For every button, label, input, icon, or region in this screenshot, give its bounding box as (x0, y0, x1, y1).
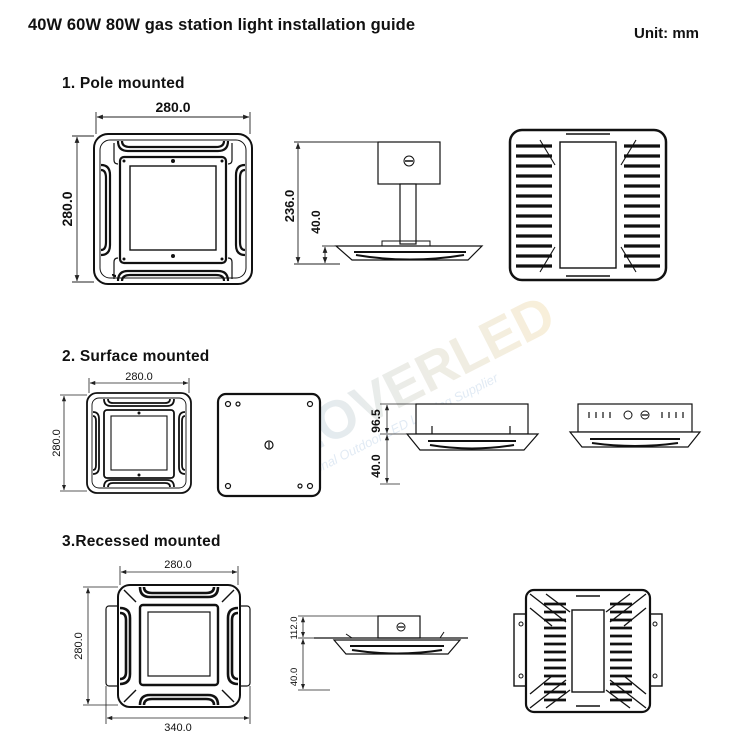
section-heading-surface: 2. Surface mounted (62, 348, 210, 365)
unit-label: Unit: mm (634, 25, 699, 42)
surface-body-height-dim: 40.0 (369, 454, 383, 478)
surface-height-dim: 280.0 (51, 429, 63, 457)
pole-side-view (334, 141, 484, 261)
recessed-top-width-dim: 280.0 (164, 559, 192, 571)
section-heading-recessed: 3.Recessed mounted (62, 533, 221, 550)
pole-body-height-dim: 40.0 (309, 210, 323, 234)
pole-top-view (93, 133, 253, 285)
section-heading-pole: 1. Pole mounted (62, 75, 185, 92)
surface-side-dims (380, 403, 416, 485)
pole-back-view (508, 128, 668, 282)
recessed-bottom-width-dim: 340.0 (164, 722, 192, 734)
recessed-top-view (105, 584, 251, 708)
recessed-height-dim: 280.0 (73, 632, 85, 660)
surface-side-view (405, 403, 540, 451)
surface-top-view (86, 392, 192, 494)
page-title: 40W 60W 80W gas station light installati… (28, 16, 416, 34)
recessed-side-dims (298, 615, 378, 691)
surface-box-height-dim: 96.5 (369, 409, 383, 433)
pole-side-dims (294, 141, 378, 265)
recessed-body-height-dim: 40.0 (289, 668, 300, 687)
surface-back-view (216, 392, 322, 498)
pole-width-dim: 280.0 (155, 99, 190, 115)
pole-top-dims (72, 112, 251, 283)
recessed-back-view (513, 588, 663, 714)
recessed-top-dims (83, 566, 251, 724)
pole-height-dim: 280.0 (59, 191, 75, 226)
surface-width-dim: 280.0 (125, 371, 153, 383)
pole-total-height-dim: 236.0 (282, 190, 297, 223)
surface-top-dims (60, 378, 190, 492)
recessed-side-view (314, 615, 468, 655)
recessed-total-height-dim: 112.0 (289, 616, 300, 639)
surface-front-view (568, 403, 702, 448)
